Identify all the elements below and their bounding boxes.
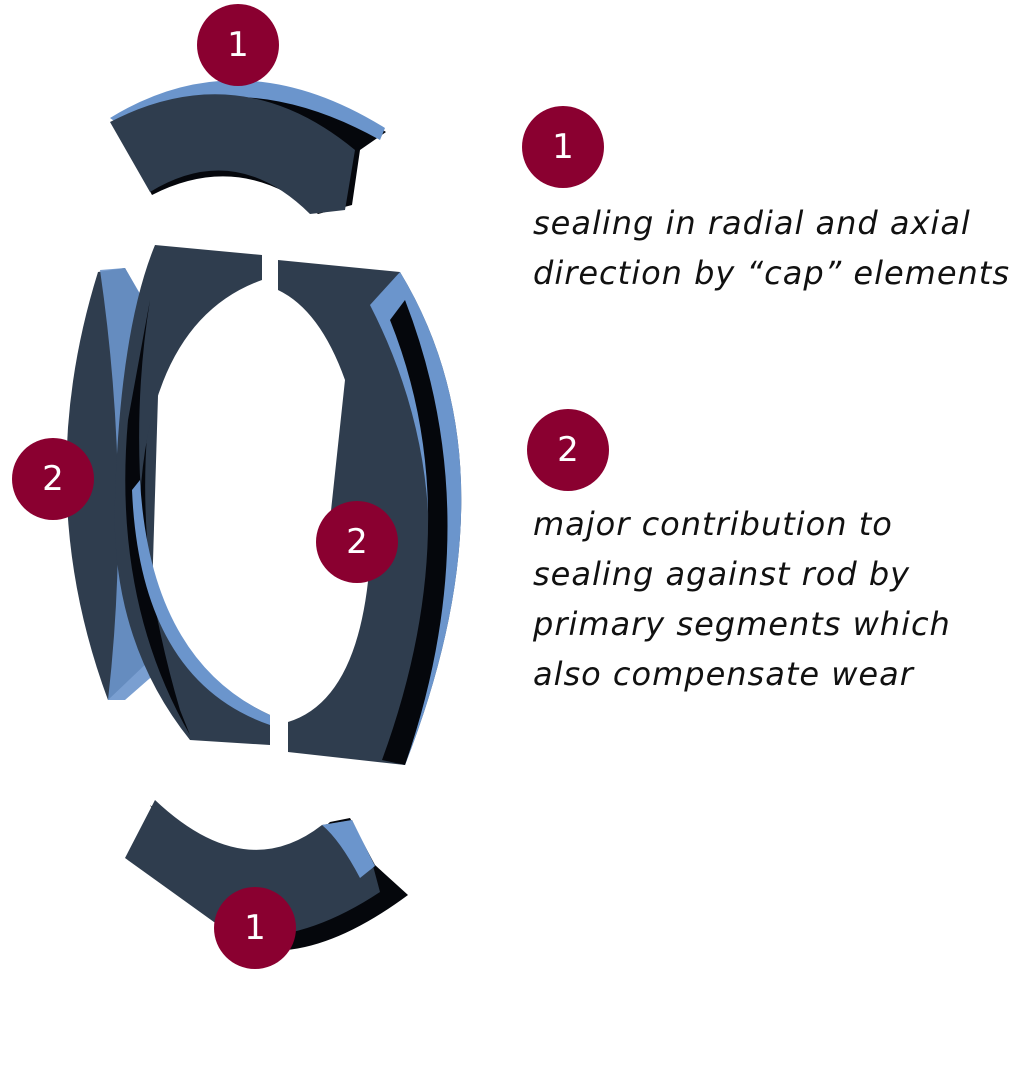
marker-segment-left: 2: [12, 438, 94, 520]
legend-badge-1: 1: [522, 106, 604, 188]
legend-text-line: sealing in radial and axial: [533, 204, 971, 242]
legend-text-line: direction by “cap” elements: [533, 254, 1010, 292]
legend-text-line: sealing against rod by: [533, 555, 911, 593]
bottom-cap-element: [125, 800, 408, 951]
legend-text-line: major contribution to: [533, 505, 893, 543]
legend-text-line: also compensate wear: [533, 655, 914, 693]
marker-cap-bottom: 1: [214, 887, 296, 969]
top-cap-element: [110, 80, 386, 214]
legend-badge-2: 2: [527, 409, 609, 491]
legend-text-line: primary segments which: [533, 605, 951, 643]
legend-text-1: sealing in radial and axial direction by…: [533, 198, 1010, 298]
main-ring: [114, 245, 462, 765]
marker-segment-right: 2: [316, 501, 398, 583]
legend-text-2: major contribution to sealing against ro…: [533, 499, 951, 699]
marker-cap-top: 1: [197, 4, 279, 86]
